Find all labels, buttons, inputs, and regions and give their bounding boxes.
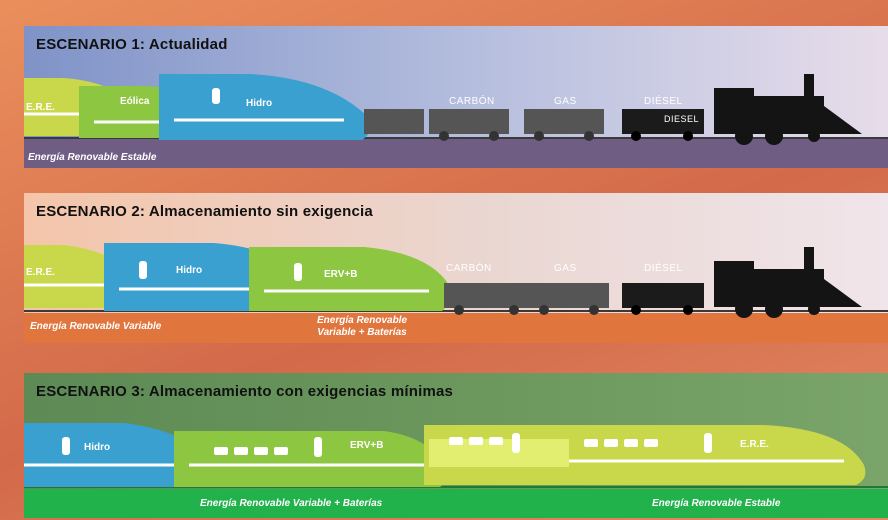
train-erv-b [249,247,452,311]
label-gas: GAS [554,96,577,107]
label-hidro: Hidro [84,442,111,453]
label-ere: E.R.E. [740,439,769,450]
scenario-2-panel: ESCENARIO 2: Almacenamiento sin exigenci… [24,193,888,343]
scenario-3-trains [24,423,888,488]
scenario-3-ground-label-ere: Energía Renovable Estable [652,498,781,509]
train-erv-b [174,431,448,487]
train-ere [424,425,866,485]
cart-coal [444,283,529,315]
train-hidro [159,74,372,140]
scenario-2-ground-label-ervb: Energía Renovable Variable + Baterías [316,315,408,338]
label-erv-b: ERV+B [324,269,358,280]
label-carbon: CARBÓN [449,96,495,107]
steam-locomotive [714,74,862,145]
scenario-3-panel: ESCENARIO 3: Almacenamiento con exigenci… [24,373,888,518]
label-carbon: CARBÓN [446,263,492,274]
steam-locomotive [714,247,862,318]
scenario-1-panel: ESCENARIO 1: Actualidad [24,26,888,168]
scenario-1-title: ESCENARIO 1: Actualidad [36,36,228,53]
label-ere: E.R.E. [26,267,55,278]
scenario-2-title: ESCENARIO 2: Almacenamiento sin exigenci… [36,203,373,220]
cart-coal [364,109,509,141]
label-hidro: Hidro [246,98,273,109]
label-gas: GAS [554,263,577,274]
scenario-2-trains [24,243,888,318]
train-hidro [24,423,212,487]
label-diesel: DIÉSEL [644,96,683,107]
cart-gas [529,283,609,315]
scenario-1-trains [24,74,888,145]
scenario-3-ground-label-ervb: Energía Renovable Variable + Baterías [200,498,383,509]
cart-diesel [622,283,704,315]
label-hidro: Hidro [176,265,203,276]
scenario-3-ground [24,489,888,518]
label-eolica: Eólica [120,96,150,107]
cart-diesel [622,109,704,141]
label-ere: E.R.E. [26,102,55,113]
cart-gas [524,109,604,141]
scenario-3-title: ESCENARIO 3: Almacenamiento con exigenci… [36,383,454,400]
label-diesel: DIÉSEL [644,263,683,274]
scenario-1-ground-label: Energía Renovable Estable [28,152,157,163]
label-erv-b: ERV+B [350,440,384,451]
scenario-2-ground-label-erv: Energía Renovable Variable [30,321,162,332]
label-diesel-small: DIESEL [664,114,700,124]
